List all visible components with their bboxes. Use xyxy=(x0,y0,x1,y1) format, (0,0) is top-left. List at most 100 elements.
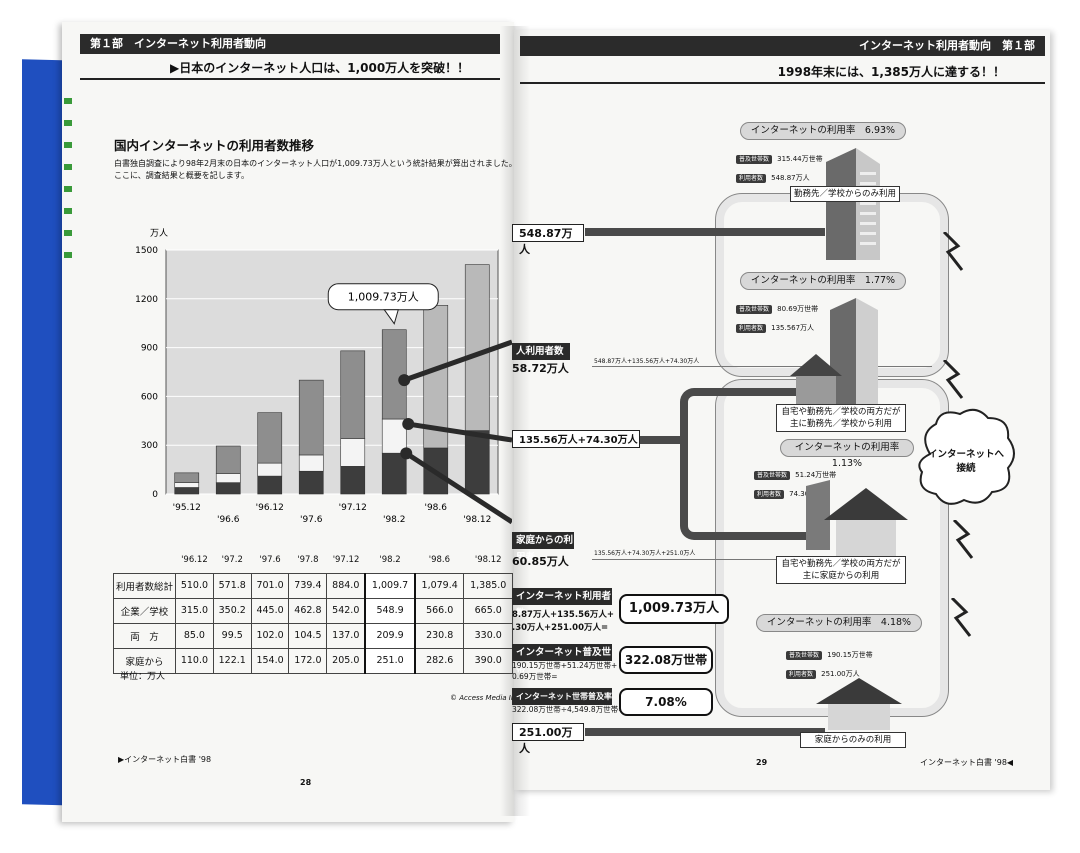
unit-label: 単位：万人 xyxy=(120,672,166,682)
table-header: '98.12 xyxy=(474,555,502,566)
stat-households: 190.15万世帯 xyxy=(827,651,873,659)
corp-arrow-line xyxy=(592,366,932,367)
table-header: '98.2 xyxy=(379,555,401,566)
total-formula-2: .30万人+251.00万人= xyxy=(512,623,609,633)
mini-label: 利用者数 xyxy=(736,174,767,183)
table-cell: 205.0 xyxy=(326,647,366,674)
stats-work: 普及世帯数 315.44万世帯 利用者数 548.87万人 xyxy=(736,146,823,184)
table-cell: 665.0 xyxy=(463,597,513,624)
right-page-number: 29 xyxy=(756,758,768,767)
right-page-header: インターネット利用者動向 第１部 xyxy=(520,36,1045,56)
internet-cloud-icon xyxy=(918,408,1015,505)
bar-segment xyxy=(381,329,407,420)
table-cell: 154.0 xyxy=(250,647,290,674)
mini-label: 普及世帯数 xyxy=(786,651,823,660)
table-cell: 548.9 xyxy=(364,597,416,624)
left-page-header: 第１部 インターネット利用者動向 xyxy=(80,34,500,54)
table-header-row: '96.12'97.2'97.6'97.8'97.12'98.2'98.6'98… xyxy=(114,548,513,573)
table-row-label: 両 方 xyxy=(113,622,176,649)
caption-line: 自宅や勤務先／学校の両方だが xyxy=(781,559,901,569)
stat-households: 315.44万世帯 xyxy=(777,155,823,163)
table-header: '97.12 xyxy=(332,555,360,566)
table-cell: 1,009.7 xyxy=(364,572,416,599)
edge-tab xyxy=(64,98,72,104)
flow-arrow-head xyxy=(402,418,415,431)
rate-formula: 322.08万世帯÷4,549.8万世帯= xyxy=(512,705,625,714)
callout-bubble xyxy=(327,283,439,311)
bar-rate: インターネット世帯普及率 xyxy=(512,688,612,705)
table-cell: 884.0 xyxy=(326,572,366,599)
bar-segment xyxy=(381,418,407,454)
table-cell: 1,079.4 xyxy=(414,572,465,599)
caption-both-home: 自宅や勤務先／学校の両方だが 主に家庭からの利用 xyxy=(776,556,906,584)
y-tick-label: 1500 xyxy=(135,246,158,256)
table-cell: 251.0 xyxy=(364,647,416,674)
edge-tab xyxy=(64,164,72,170)
mini-label: 利用者数 xyxy=(754,490,785,499)
table-cell: 110.0 xyxy=(175,647,214,674)
stat-households: 80.69万世帯 xyxy=(777,305,819,313)
rate-both-home-pill: インターネットの利用率 1.13% xyxy=(780,439,914,469)
rate-both-work-pill: インターネットの利用率 1.77% xyxy=(740,272,906,290)
caption-home-only: 家庭からのみの利用 xyxy=(800,732,906,748)
edge-tab xyxy=(64,142,72,148)
table-cell: 390.0 xyxy=(463,647,513,674)
cloud-label: インターネットへ 接続 xyxy=(918,446,1014,474)
users-data-table: '96.12'97.2'97.6'97.8'97.12'98.2'98.6'98… xyxy=(113,548,513,674)
bar-segment xyxy=(464,264,490,431)
flow-arrow-head xyxy=(398,374,411,387)
users-bar-chart: 030060090012001500万人'95.12'96.6'96.12'97… xyxy=(135,228,512,525)
right-page-headline: 1998年末には、1,385万人に達する！！ xyxy=(520,60,1045,84)
table-header: '97.8 xyxy=(297,555,319,566)
households-formula-1: 190.15万世帯+51.24万世帯+ xyxy=(512,661,618,670)
table-cell: 102.0 xyxy=(250,622,290,649)
edge-tab xyxy=(64,230,72,236)
house-with-building-icon xyxy=(806,480,908,556)
table-header: '97.6 xyxy=(259,555,281,566)
table-cell: 571.8 xyxy=(212,572,252,599)
table-cell: 104.5 xyxy=(288,622,328,649)
bar-segment xyxy=(340,350,366,439)
table-row-label: 利用者数総計 xyxy=(113,572,176,599)
callout-label: 1,009.73万人 xyxy=(348,291,419,304)
bar-segment xyxy=(464,430,490,495)
left-footer: ▶インターネット白書 '98 xyxy=(118,755,212,764)
table-cell: 99.5 xyxy=(212,622,252,649)
mini-label: 利用者数 xyxy=(786,670,817,679)
table-cell: 122.1 xyxy=(212,647,252,674)
table-cell: 230.8 xyxy=(414,622,465,649)
right-footer: インターネット白書 '98◀ xyxy=(920,758,1014,767)
flow-pipe-both-split xyxy=(680,388,830,540)
x-tick-label: '95.12 xyxy=(173,503,201,513)
rate-home-pill: インターネットの利用率 4.18% xyxy=(756,614,922,632)
x-tick-label: '98.2 xyxy=(383,515,406,525)
table-cell: 282.6 xyxy=(414,647,465,674)
rate-value: 7.08% xyxy=(619,688,713,716)
x-tick-label: '98.12 xyxy=(463,515,491,525)
left-page-headline: ▶日本のインターネット人口は、1,000万人を突破！！ xyxy=(80,56,500,80)
bar-segment xyxy=(257,412,283,464)
intro-text-line2: ここに、調査結果と概要を記します。 xyxy=(114,171,249,180)
x-tick-label: '96.12 xyxy=(256,503,284,513)
stat-users: 251.00万人 xyxy=(821,670,860,678)
mini-label: 利用者数 xyxy=(736,324,767,333)
mini-label: 普及世帯数 xyxy=(736,305,773,314)
callout-pointer xyxy=(383,309,399,325)
table-cell: 701.0 xyxy=(250,572,290,599)
total-users-value: 1,009.73万人 xyxy=(619,594,729,624)
home-formula: 135.56万人+74.30万人+251.0万人 xyxy=(594,550,696,557)
bar-segment xyxy=(340,466,366,495)
x-tick-label: '97.12 xyxy=(339,503,367,513)
corp-total: 58.72万人 xyxy=(512,362,569,375)
stats-home: 普及世帯数 190.15万世帯 利用者数 251.00万人 xyxy=(786,642,873,680)
stat-users: 135.567万人 xyxy=(771,324,815,332)
bar-segment xyxy=(298,379,324,456)
edge-tab xyxy=(64,186,72,192)
table-cell: 739.4 xyxy=(288,572,328,599)
table-cell: 350.2 xyxy=(212,597,252,624)
tag-both-users: 135.56万人+74.30万人 xyxy=(512,430,640,448)
lightning-icon xyxy=(950,598,972,637)
corp-formula: 548.87万人+135.56万人+74.30万人 xyxy=(594,358,700,365)
